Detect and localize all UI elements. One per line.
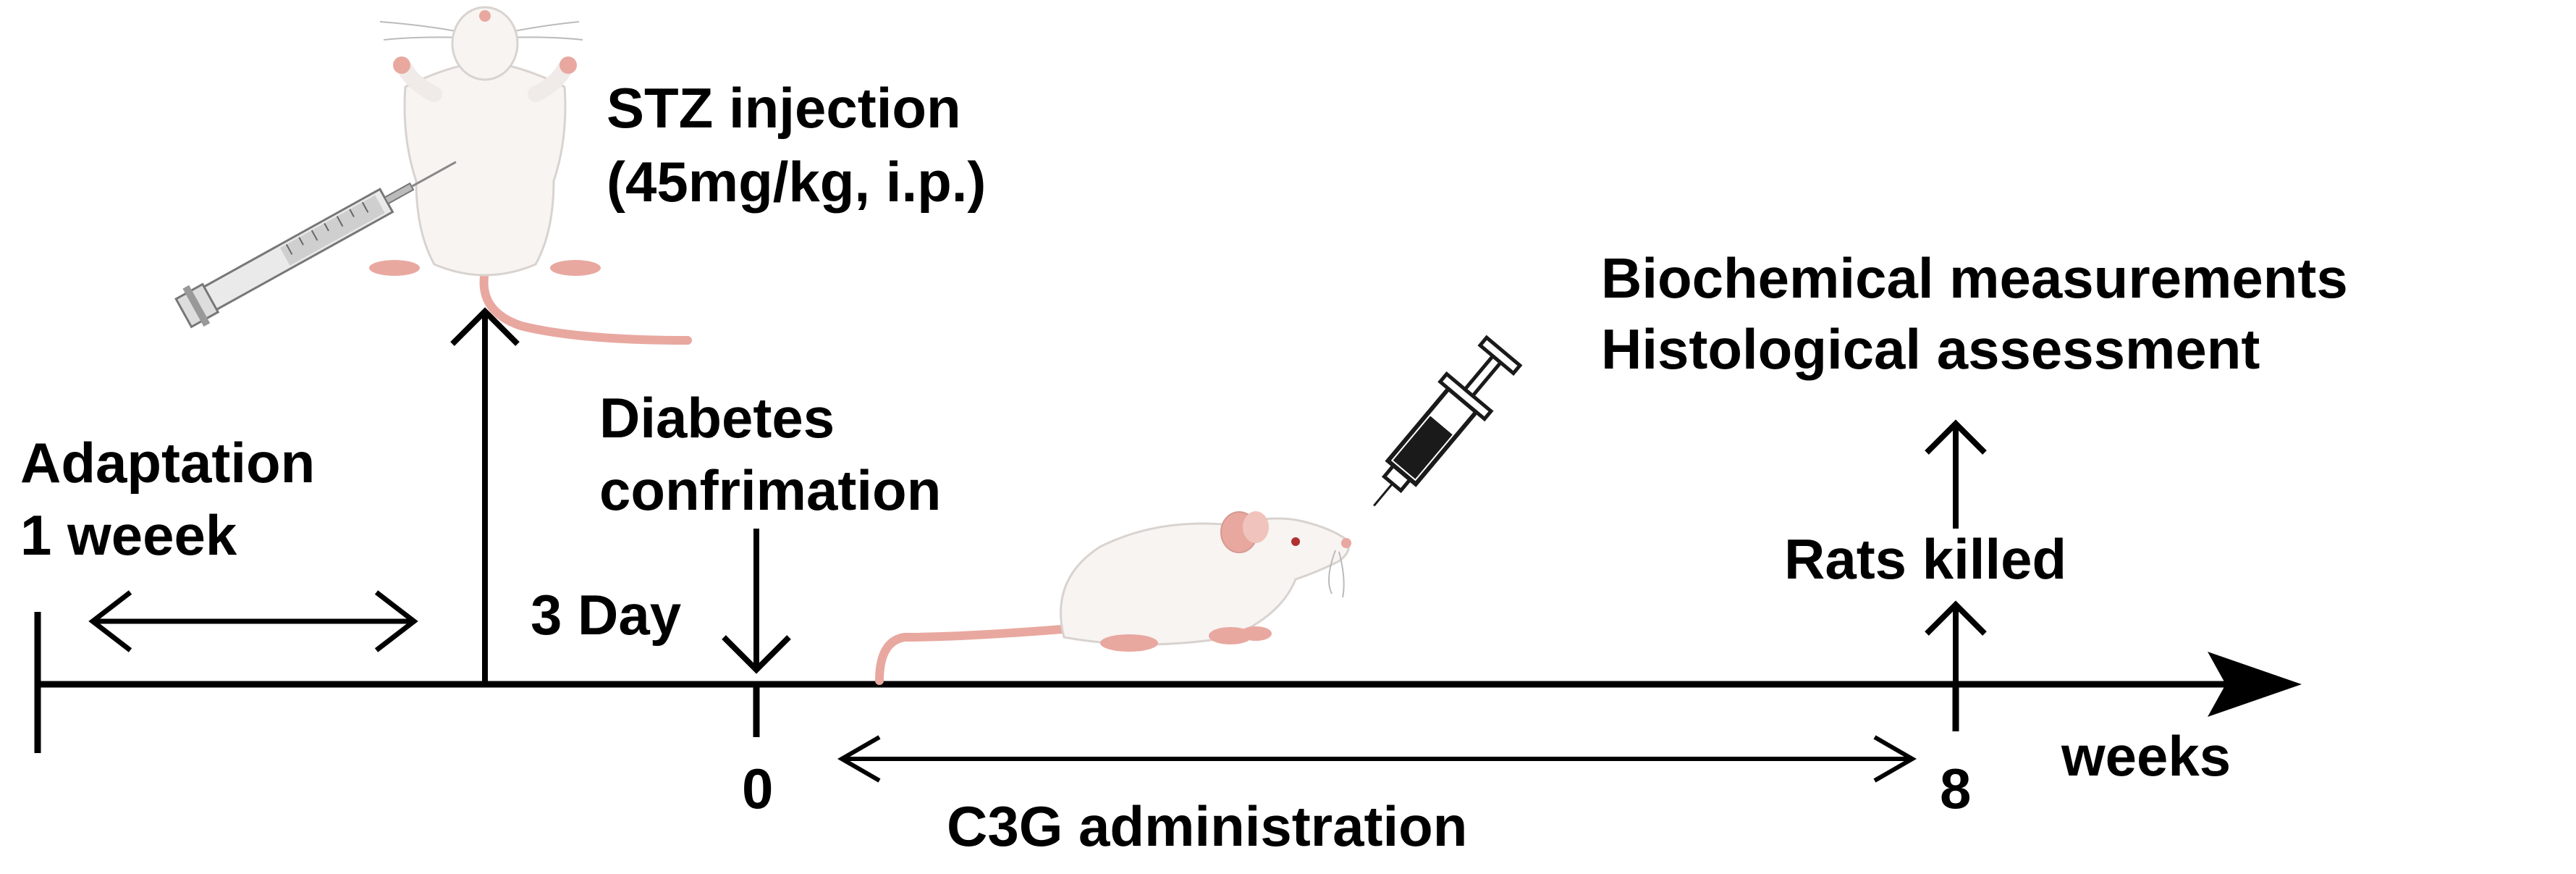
day-label: 3 Day xyxy=(531,583,682,647)
c3g-double-arrow xyxy=(837,735,1917,783)
stz-injection-label-line1: STZ injection xyxy=(607,76,961,140)
outcomes-label-line2: Histological assessment xyxy=(1601,317,2260,381)
rat-injection-illustration xyxy=(174,6,692,345)
c3g-administration-label: C3G administration xyxy=(947,794,1468,858)
rats-killed-up-arrow xyxy=(1925,600,1987,684)
tick-label-zero: 0 xyxy=(742,757,774,820)
rats-killed-label: Rats killed xyxy=(1784,527,2067,591)
rat-gavage-illustration xyxy=(875,335,1523,685)
adaptation-label-line2: 1 weeek xyxy=(20,503,237,567)
diabetes-confirmation-line2: confrimation xyxy=(599,458,942,522)
stz-injection-label-line2: (45mg/kg, i.p.) xyxy=(607,150,987,214)
adaptation-label-line1: Adaptation xyxy=(20,431,316,495)
outcomes-up-arrow xyxy=(1925,419,1987,529)
axis-unit-label: weeks xyxy=(2061,724,2231,788)
diabetes-down-arrow xyxy=(722,529,791,674)
adaptation-double-arrow xyxy=(88,590,418,652)
tick-label-eight: 8 xyxy=(1940,757,1972,820)
timeline-arrowhead xyxy=(2208,652,2302,717)
stz-up-arrow xyxy=(450,307,520,684)
outcomes-label-line1: Biochemical measurements xyxy=(1601,246,2348,310)
diabetes-confirmation-line1: Diabetes xyxy=(599,386,835,450)
